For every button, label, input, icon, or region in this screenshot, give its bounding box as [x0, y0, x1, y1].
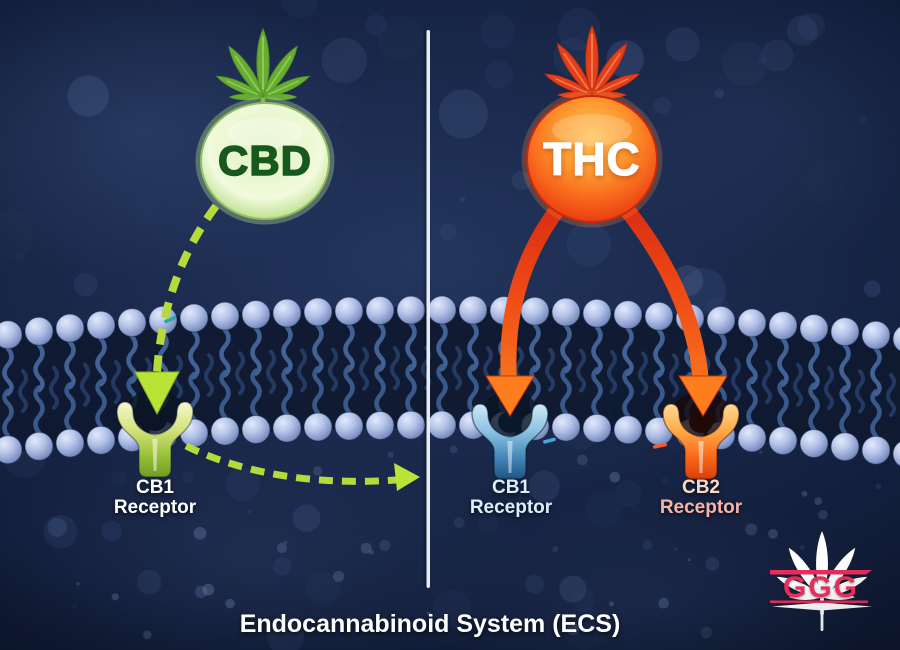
receptor-name: CB1 [491, 477, 530, 498]
receptor-name: CB2 [681, 477, 720, 498]
receptor-type: Receptor [469, 497, 553, 518]
cb2-receptor-label: CB2 Receptor [626, 478, 776, 518]
receptor-type: Receptor [659, 497, 743, 518]
thc-label: THC [543, 132, 641, 185]
divider-rect [426, 30, 430, 588]
cb1-receptor-label-left: CB1 Receptor [80, 478, 230, 518]
receptor-type: Receptor [113, 497, 197, 518]
diagram-title: Endocannabinoid System (ECS) [239, 610, 621, 638]
cbd-label: CBD [217, 136, 312, 185]
receptor-name: CB1 [135, 477, 174, 498]
cell-membrane [0, 295, 900, 467]
ggg-logo-text: GGG [782, 571, 859, 604]
cb1-receptor-label-right: CB1 Receptor [436, 478, 586, 518]
divider-line [423, 30, 430, 588]
